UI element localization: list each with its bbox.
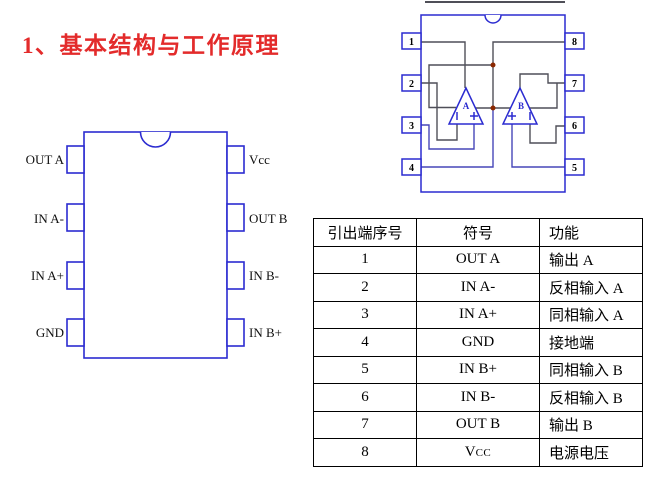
- dip-pin-6: [226, 261, 245, 290]
- opamp-b-label: B: [518, 101, 524, 111]
- dip-pin-4: [66, 318, 85, 347]
- wire-pin7-branch-b-right: [529, 83, 558, 109]
- dip-pin-3: [66, 261, 85, 290]
- cell-function: 同相输入 B: [539, 355, 643, 384]
- vcc-main: V: [464, 443, 476, 460]
- cell-function: 电源电压: [539, 438, 643, 467]
- wire-pin1-to-a-out: [421, 41, 466, 88]
- cell-pin-number: 8: [313, 438, 417, 467]
- table-row: 4 GND 接地端: [313, 328, 643, 357]
- wire-junction1-to-a-left: [428, 64, 493, 109]
- schematic-pin-numbers: 1 2 3 4 8 7 6 5: [409, 37, 577, 174]
- wire-pin6-to-b-inverting: [529, 124, 565, 144]
- cell-pin-number: 4: [313, 328, 417, 357]
- col-header-pin-number: 引出端序号: [313, 218, 417, 247]
- table-row: 8 VCC 电源电压: [313, 438, 643, 467]
- schematic-notch: [484, 14, 502, 24]
- dip-label-vcc: Vcc: [249, 152, 270, 167]
- wire-pin2-to-a-inverting: [421, 82, 458, 141]
- sch-pin-box-2: [401, 74, 422, 92]
- dip-label-in-a-plus: IN A+: [31, 268, 64, 283]
- cell-function: 同相输入 A: [539, 300, 643, 329]
- dip-pin-2: [66, 203, 85, 232]
- cell-pin-number: 2: [313, 273, 417, 302]
- table-row: 3 IN A+ 同相输入 A: [313, 300, 643, 329]
- pin-table-header-row: 引出端序号 符号 功能: [313, 218, 643, 247]
- sch-pin-num-3: 3: [409, 121, 414, 132]
- schematic-wires-dark: [421, 41, 565, 144]
- sch-pin-box-3: [401, 116, 422, 134]
- dip-pin-1: [66, 145, 85, 174]
- wire-pin5-to-b-noninverting: [511, 124, 565, 168]
- vcc-subscript: CC: [475, 446, 492, 459]
- cell-symbol: IN B+: [416, 355, 540, 384]
- dip-label-in-a-minus: IN A-: [34, 211, 64, 226]
- sch-pin-num-6: 6: [572, 121, 577, 132]
- sch-pin-num-8: 8: [572, 37, 577, 48]
- sch-pin-num-7: 7: [572, 79, 577, 90]
- sch-pin-num-4: 4: [409, 163, 414, 174]
- dip-pin-5: [226, 318, 245, 347]
- dip-package-diagram: [66, 131, 245, 359]
- sch-pin-box-6: [564, 116, 585, 134]
- pin-table: 引出端序号 符号 功能 1 OUT A 输出 A 2 IN A- 反相输入 A …: [313, 218, 643, 467]
- wire-pin3-to-a-noninverting: [421, 124, 475, 150]
- wire-pin4-rail: [420, 108, 494, 168]
- sch-pin-box-8: [564, 32, 585, 50]
- opamp-a-label: A: [463, 101, 470, 111]
- table-row: 2 IN A- 反相输入 A: [313, 273, 643, 302]
- col-header-symbol: 符号: [416, 218, 540, 247]
- table-row: 6 IN B- 反相输入 B: [313, 383, 643, 412]
- sch-pin-num-1: 1: [409, 37, 414, 48]
- wire-pin7-to-b-out: [519, 73, 565, 89]
- internal-schematic: A B 1 2 3 4 8 7 6 5: [401, 1, 585, 193]
- table-row: 5 IN B+ 同相输入 B: [313, 355, 643, 384]
- dip-pin-8: [226, 145, 245, 174]
- dip-body: [83, 131, 228, 359]
- junction-dot-1: [490, 62, 496, 68]
- dip-notch: [139, 131, 172, 148]
- cell-function: 反相输入 A: [539, 273, 643, 302]
- sch-pin-box-5: [564, 158, 585, 176]
- dip-pin-7: [226, 203, 245, 232]
- wire-pin8-rail: [492, 41, 565, 108]
- cell-function: 输出 B: [539, 410, 643, 439]
- dip-label-out-b: OUT B: [249, 211, 288, 226]
- cell-pin-number: 5: [313, 355, 417, 384]
- cell-symbol: IN A+: [416, 300, 540, 329]
- dip-package-shapes: [66, 131, 245, 359]
- cell-symbol: IN A-: [416, 273, 540, 302]
- dip-label-in-b-minus: IN B-: [249, 268, 279, 283]
- opamp-polarity-marks: [456, 112, 531, 120]
- cell-symbol: VCC: [416, 438, 540, 467]
- dip-label-in-b-plus: IN B+: [249, 325, 282, 340]
- table-row: 1 OUT A 输出 A: [313, 245, 643, 274]
- cell-function: 接地端: [539, 328, 643, 357]
- dip-label-out-a: OUT A: [25, 152, 64, 167]
- cell-symbol: IN B-: [416, 383, 540, 412]
- sch-pin-box-4: [401, 158, 422, 176]
- cell-pin-number: 1: [313, 245, 417, 274]
- cell-symbol: OUT A: [416, 245, 540, 274]
- cell-symbol: GND: [416, 328, 540, 357]
- col-header-function: 功能: [539, 218, 643, 247]
- sch-pin-box-1: [401, 32, 422, 50]
- schematic-wires-blue: [420, 108, 565, 168]
- cell-pin-number: 3: [313, 300, 417, 329]
- cell-function: 输出 A: [539, 245, 643, 274]
- cell-pin-number: 7: [313, 410, 417, 439]
- cell-symbol: OUT B: [416, 410, 540, 439]
- dip-label-gnd: GND: [35, 325, 64, 340]
- page-title: 1、基本结构与工作原理: [22, 33, 280, 58]
- junction-dot-2: [490, 105, 496, 111]
- table-row: 7 OUT B 输出 B: [313, 410, 643, 439]
- cell-function: 反相输入 B: [539, 383, 643, 412]
- sch-pin-num-2: 2: [409, 79, 414, 90]
- schematic-pin-boxes: [401, 14, 585, 176]
- cell-pin-number: 6: [313, 383, 417, 412]
- sch-pin-num-5: 5: [572, 163, 577, 174]
- sch-pin-box-7: [564, 74, 585, 92]
